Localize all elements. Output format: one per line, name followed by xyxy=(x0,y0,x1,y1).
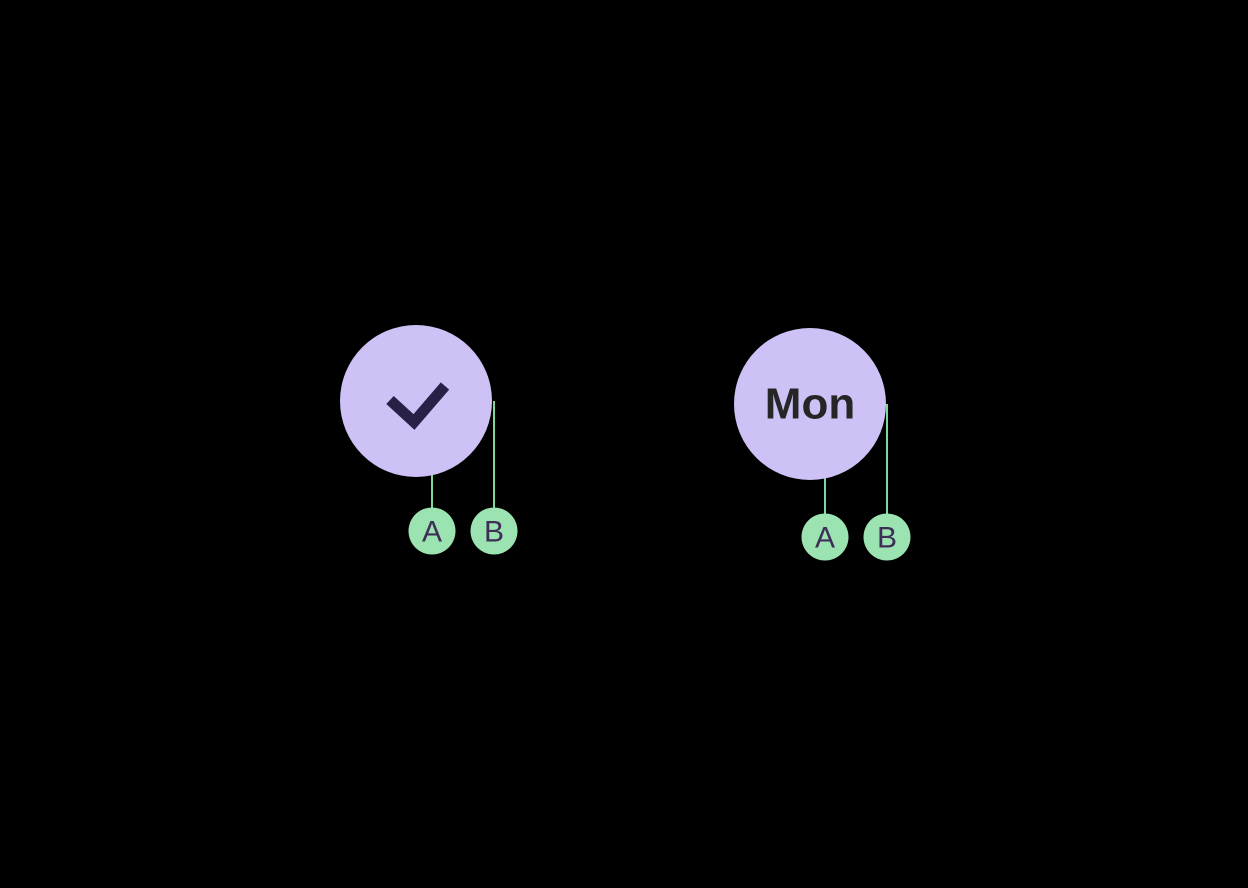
node-a-label: A xyxy=(815,522,835,555)
check-node[interactable] xyxy=(340,325,492,477)
mon-node-circle[interactable] xyxy=(734,328,886,480)
node-a[interactable]: A xyxy=(408,507,456,555)
check-node-circle[interactable] xyxy=(340,325,492,477)
node-a-circle[interactable] xyxy=(408,507,456,555)
node-a-circle[interactable] xyxy=(801,513,849,561)
mon-node[interactable]: Mon xyxy=(734,328,886,480)
node-a-label: A xyxy=(422,516,442,549)
check-icon xyxy=(386,382,450,430)
mon-node-label: Mon xyxy=(765,380,855,429)
node-b-circle[interactable] xyxy=(863,513,911,561)
node-b-circle[interactable] xyxy=(470,507,518,555)
node-b[interactable]: B xyxy=(863,513,911,561)
node-b-label: B xyxy=(484,516,504,549)
node-b-label: B xyxy=(877,522,897,555)
node-b[interactable]: B xyxy=(470,507,518,555)
node-a[interactable]: A xyxy=(801,513,849,561)
